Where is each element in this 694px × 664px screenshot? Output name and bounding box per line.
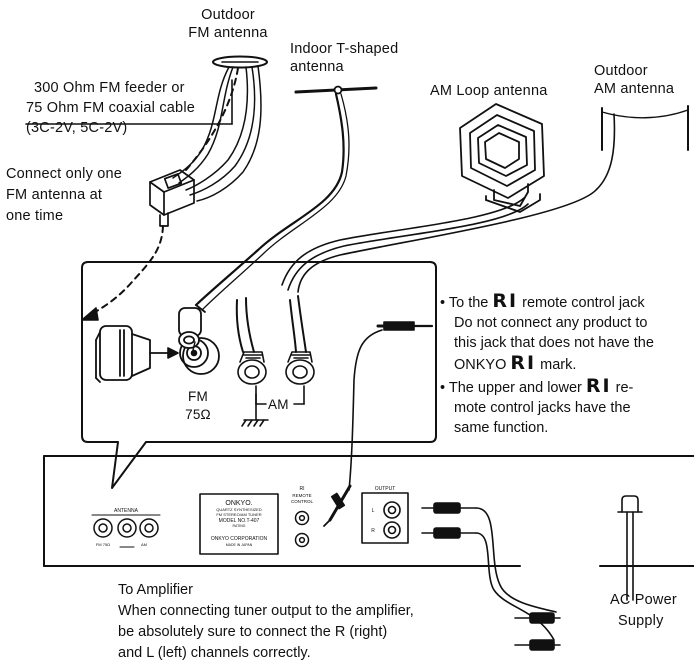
panel-output-jacks	[361, 492, 409, 544]
panel-antenna-label: ANTENNA	[114, 508, 139, 514]
am-jack-label: AM	[268, 396, 289, 414]
panel-fm-label: FM 75Ω	[96, 542, 110, 547]
bullet: •	[440, 380, 446, 396]
connect-one-line2: FM antenna at	[6, 187, 103, 203]
panel-antenna-terminals	[91, 514, 161, 548]
outdoor-am-label-line2: AM antenna	[594, 81, 675, 97]
outdoor-am-label-line1: Outdoor	[594, 63, 648, 79]
ri-note-2-line1: • The upper and lower RI re-	[440, 376, 633, 398]
note2-text-a: The upper and lower	[448, 380, 582, 396]
amplifier-line3: and L (left) channels correctly.	[118, 645, 311, 661]
nameplate-line: MODEL NO.T-407	[219, 518, 260, 524]
ac-power-label: AC Power Supply	[610, 590, 677, 632]
remote-control-cable	[323, 321, 434, 527]
am-jack-label-text: AM	[268, 397, 289, 412]
am-terminals	[235, 295, 315, 421]
tuner-rear-panel	[43, 455, 694, 567]
indoor-t-label: Indoor T-shaped antenna	[290, 40, 398, 76]
ac-power-cord	[617, 495, 643, 601]
outdoor-am-label: Outdoor AM antenna	[594, 62, 674, 98]
connect-one-line1: Connect only one	[6, 166, 123, 182]
nameplate-line: ONKYO.	[225, 500, 252, 507]
fm-coax-dashed	[185, 67, 239, 171]
panel-r-label: R	[371, 528, 375, 534]
outdoor-fm-label: Outdoor FM antenna	[178, 6, 278, 42]
note1-text-a: To the	[448, 295, 489, 311]
amplifier-line1: When connecting tuner output to the ampl…	[118, 603, 414, 619]
feeder-label: 300 Ohm FM feeder or 75 Ohm FM coaxial c…	[26, 78, 195, 138]
outdoor-fm-label-line1: Outdoor	[201, 7, 255, 23]
ac-power-line2: Supply	[618, 613, 664, 629]
ac-power-line1: AC Power	[610, 592, 677, 608]
panel-ri-label: RI	[300, 486, 305, 492]
am-loop-label: AM Loop antenna	[430, 82, 547, 100]
panel-control-label: CONTROL	[291, 499, 313, 504]
panel-output-label: OUTPUT	[375, 486, 396, 492]
balun-adapter	[149, 169, 195, 227]
amplifier-line2: be absolutely sure to connect the R (rig…	[118, 624, 388, 640]
indoor-t-plug	[178, 304, 206, 349]
fm-dashed-arrowhead	[81, 307, 99, 321]
bullet: •	[440, 295, 446, 311]
callout-balloon	[81, 261, 437, 489]
ground-symbol	[241, 419, 269, 427]
amplifier-title: To Amplifier	[118, 582, 193, 598]
ri-mark-icon: RI	[492, 290, 519, 312]
nameplate-line: QUARTZ SYNTHESIZED	[216, 507, 262, 512]
note1-line4: ONKYO RI mark.	[440, 353, 654, 375]
nameplate-line: RATING	[233, 524, 246, 528]
panel-am-label: AM	[141, 542, 147, 547]
panel-l-label: L	[372, 508, 375, 514]
outdoor-fm-antenna	[212, 55, 268, 69]
indoor-t-label-line2: antenna	[290, 59, 344, 75]
note2-text-b: re-	[615, 380, 634, 396]
fm-plug	[95, 325, 151, 383]
ri-mark-icon: RI	[585, 375, 612, 397]
fm-jack-label-line2: 75Ω	[185, 407, 211, 422]
nameplate-line: FM STEREO/AM TUNER	[216, 512, 261, 517]
note2-line3: same function.	[454, 420, 549, 436]
outdoor-fm-label-line2: FM antenna	[188, 25, 268, 41]
connect-one-label: Connect only one FM antenna at one time	[6, 164, 122, 227]
indoor-t-antenna	[194, 85, 378, 311]
connect-one-line3: one time	[6, 208, 64, 224]
rca-output-cables	[421, 502, 561, 651]
nameplate-line: MADE IN JAPAN	[226, 543, 253, 547]
indoor-t-label-line1: Indoor T-shaped	[290, 41, 399, 57]
note1-line2: Do not connect any product to	[454, 315, 648, 331]
am-loop-antenna	[459, 103, 545, 213]
note1-onkyo: ONKYO	[454, 357, 507, 373]
panel-remote-label: REMOTE	[292, 493, 311, 498]
am-loop-label-text: AM Loop antenna	[430, 83, 548, 99]
note1-text-b: remote control jack	[522, 295, 645, 311]
fm-jack-label-line1: FM	[188, 389, 208, 404]
fm-jack-label: FM 75Ω	[178, 388, 218, 424]
feeder-label-line2: 75 Ohm FM coaxial cable	[26, 100, 195, 116]
ri-note-1-line1: • To the RI remote control jack	[440, 291, 654, 313]
ri-note-2: • The upper and lower RI re- mote contro…	[440, 376, 633, 438]
note2-line2: mote control jacks have the	[454, 400, 631, 416]
nameplate-line: ONKYO CORPORATION	[211, 536, 268, 542]
ri-note-1: • To the RI remote control jack Do not c…	[440, 291, 654, 375]
panel-remote-jacks	[294, 510, 310, 548]
note1-mark: mark.	[540, 357, 577, 373]
note1-line3: this jack that does not have the	[454, 335, 654, 351]
amplifier-note: To Amplifier When connecting tuner outpu…	[118, 580, 414, 664]
feeder-label-line1: 300 Ohm FM feeder or	[34, 80, 185, 96]
feeder-label-line3: (3C-2V, 5C-2V)	[26, 120, 128, 136]
fm-dashed-arrow	[89, 225, 164, 316]
panel-nameplate	[199, 493, 279, 555]
ri-mark-icon: RI	[510, 352, 537, 374]
